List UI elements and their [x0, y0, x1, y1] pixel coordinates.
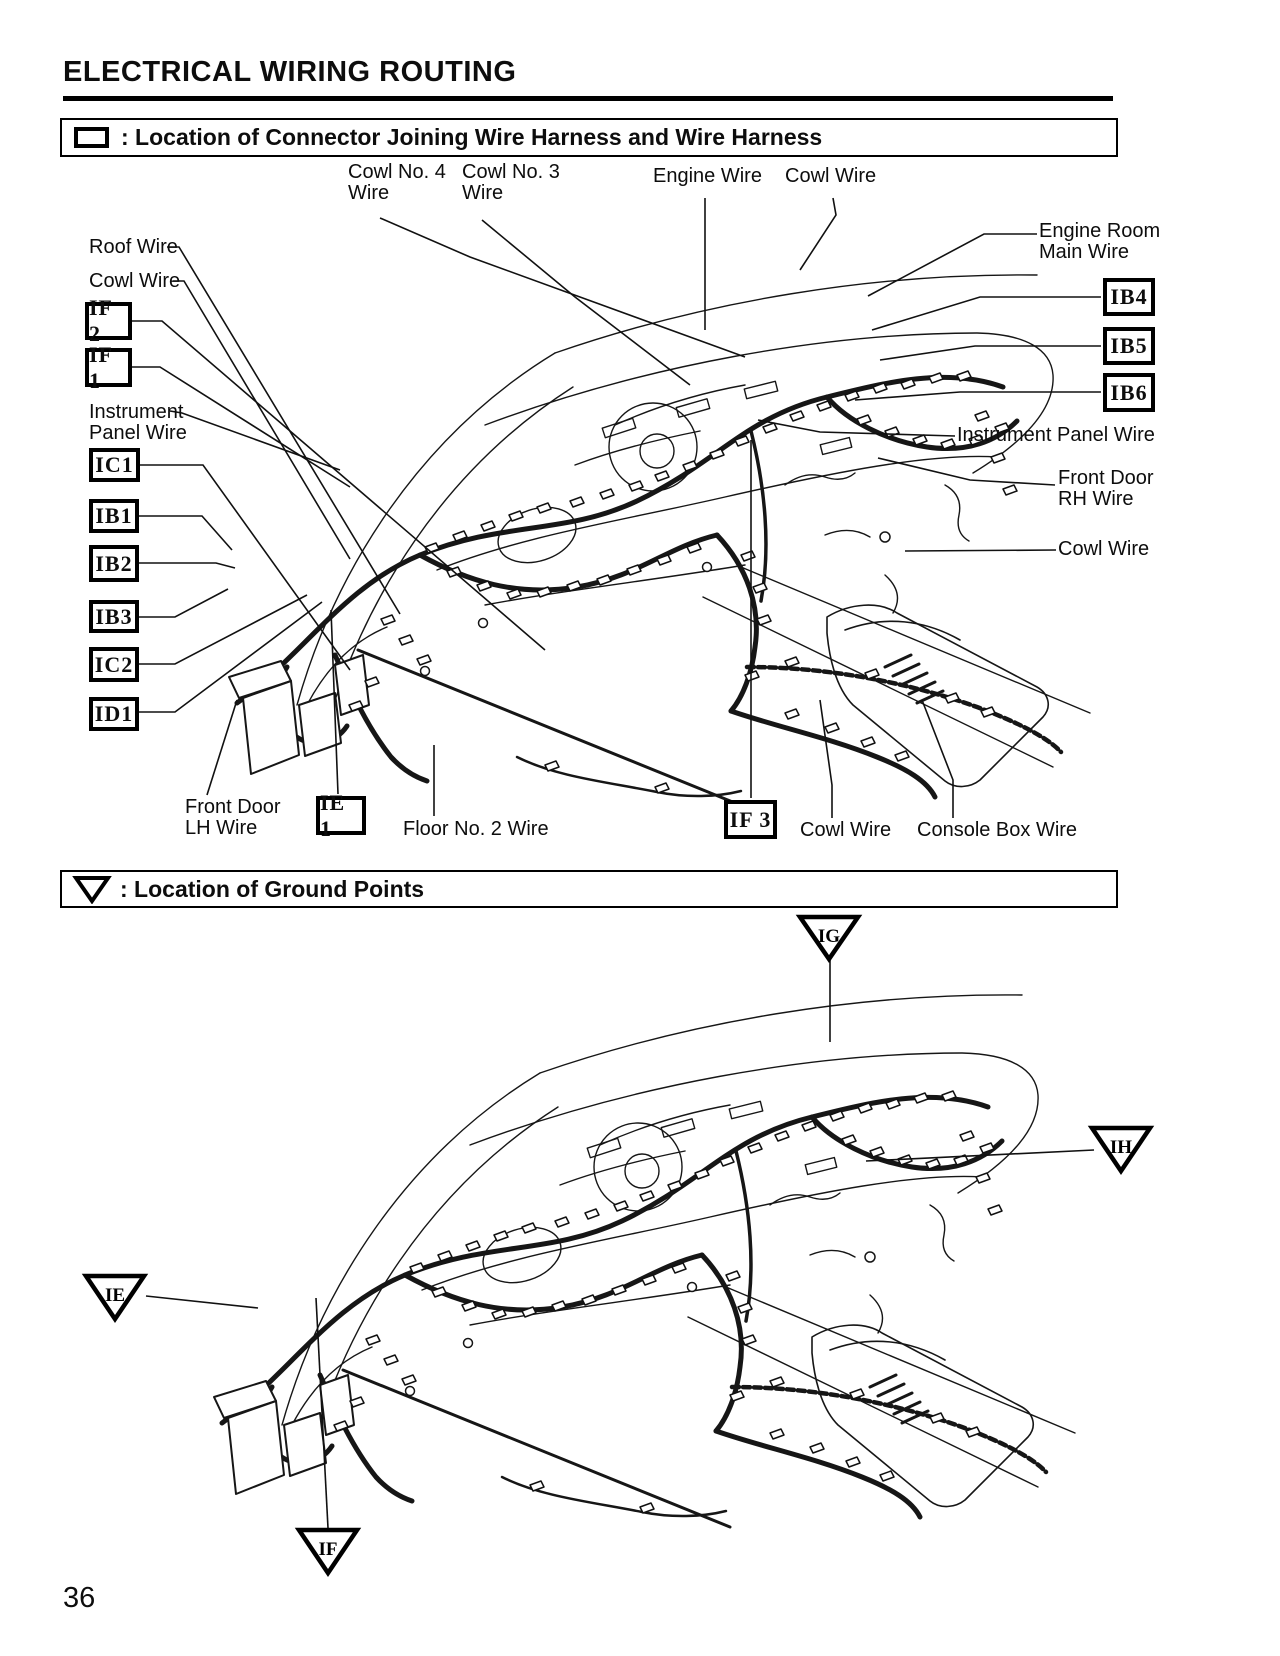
ground-label-ih: IH — [1110, 1137, 1132, 1158]
leader-lines — [132, 197, 1101, 818]
ground-triangle-ig — [795, 914, 863, 963]
label-console-box-wire: Console Box Wire — [917, 819, 1078, 841]
ground-label-if: IF — [319, 1539, 338, 1560]
connector-code-if3: IF 3 — [724, 800, 777, 839]
connector-code-ib2: IB2 — [89, 545, 139, 582]
connector-code-if1: IF 1 — [85, 342, 132, 393]
connector-code-ib6: IB6 — [1103, 373, 1155, 412]
connector-code-ie1: IE 1 — [316, 790, 366, 841]
ground-markers: IG IH IE IF — [81, 914, 1155, 1578]
connector-code-ib5: IB5 — [1103, 327, 1155, 365]
inverted-triangle-icon — [72, 876, 112, 904]
title-underline — [63, 96, 1113, 101]
ground-triangle-if — [294, 1527, 362, 1578]
label-cowl-wire-bottom: Cowl Wire — [800, 819, 892, 841]
open-rectangle-icon — [74, 127, 109, 148]
ground-triangle-ih — [1087, 1125, 1155, 1176]
connector-code-id1: ID1 — [89, 697, 139, 731]
label-cowl-wire-top: Cowl Wire — [785, 165, 877, 187]
connector-code-ib3: IB3 — [89, 600, 139, 633]
connector-code-ic2: IC2 — [89, 647, 139, 682]
label-engine-wire: Engine Wire — [653, 165, 762, 187]
ground-diagram-art — [214, 995, 1075, 1527]
label-cowl-wire-right: Cowl Wire — [1058, 538, 1150, 560]
connector-diagram-art — [229, 275, 1090, 807]
label-roof-wire: Roof Wire — [89, 236, 178, 258]
page-number: 36 — [63, 1582, 96, 1614]
label-floor-no2-wire: Floor No. 2 Wire — [403, 818, 549, 840]
connector-code-if2: IF 2 — [85, 295, 132, 346]
ground-label-ie: IE — [105, 1285, 125, 1306]
connector-code-ic1: IC1 — [89, 448, 140, 482]
section-connector-label: : Location of Connector Joining Wire Har… — [121, 124, 823, 150]
section-grounds-header: : Location of Ground Points — [60, 870, 1118, 908]
ground-triangle-ie — [81, 1273, 149, 1324]
connector-code-ib1: IB1 — [89, 499, 139, 533]
connector-code-ib4: IB4 — [1103, 278, 1155, 316]
section-grounds-label: : Location of Ground Points — [120, 875, 425, 902]
label-cowl-wire-left: Cowl Wire — [89, 270, 181, 292]
label-instrument-panel-right: Instrument Panel Wire — [957, 424, 1155, 446]
page-title: ELECTRICAL WIRING ROUTING — [63, 56, 517, 88]
ground-label-ig: IG — [818, 926, 840, 947]
section-connector-header: : Location of Connector Joining Wire Har… — [60, 118, 1118, 157]
